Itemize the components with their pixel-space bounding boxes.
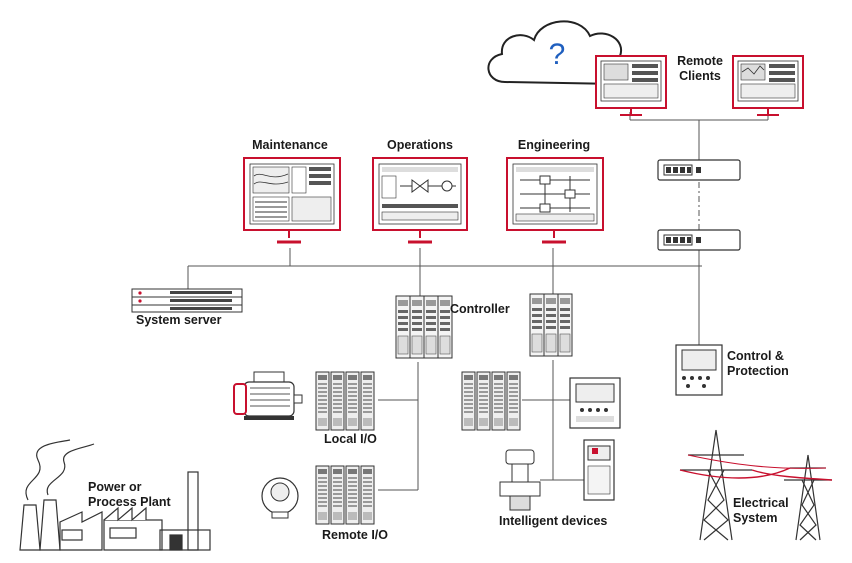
local-io-modules (315, 371, 375, 431)
engineering-monitor (506, 157, 604, 244)
device-io-modules (461, 371, 521, 431)
remote-client-monitor-1 (595, 55, 667, 116)
power-plant-icon (19, 439, 211, 551)
cloud-question-mark: ? (549, 38, 566, 71)
label-operations: Operations (387, 138, 453, 152)
label-control-protection-line1: Control & (727, 349, 784, 363)
network-lines (187, 112, 769, 491)
motor-icon (233, 371, 303, 420)
controller-2-icon (529, 293, 573, 357)
network-switch-upper (657, 159, 741, 181)
label-local-io: Local I/O (324, 432, 377, 446)
maintenance-monitor (243, 157, 341, 244)
label-intelligent-devices: Intelligent devices (499, 514, 608, 528)
operations-monitor (372, 157, 468, 244)
label-control-protection: Control & Protection (727, 349, 789, 379)
label-controller: Controller (450, 302, 510, 316)
label-remote-io: Remote I/O (322, 528, 388, 542)
system-server-icon (131, 288, 243, 313)
transmission-tower-icon (679, 429, 833, 541)
controller-1-icon (395, 295, 453, 359)
label-remote-clients-line2: Clients (679, 69, 721, 83)
label-power-plant-line2: Process Plant (88, 495, 171, 509)
drive-icon (583, 439, 615, 501)
remote-client-monitor-2 (732, 55, 804, 116)
label-electrical-system-line2: System (733, 511, 778, 525)
label-remote-clients: Remote Clients (668, 54, 732, 84)
label-electrical-system: Electrical System (733, 496, 789, 526)
remote-io-modules (315, 465, 375, 525)
label-remote-clients-line1: Remote (677, 54, 723, 68)
protection-relay-icon (675, 344, 723, 396)
relay-panel-icon (569, 377, 621, 429)
label-power-plant: Power or Process Plant (88, 480, 171, 510)
label-power-plant-line1: Power or (88, 480, 142, 494)
label-system-server: System server (136, 313, 222, 327)
label-control-protection-line2: Protection (727, 364, 789, 378)
transmitter-icon (261, 477, 299, 519)
label-electrical-system-line1: Electrical (733, 496, 789, 510)
network-switch-lower (657, 229, 741, 251)
valve-actuator-icon (499, 449, 541, 511)
label-engineering: Engineering (517, 138, 591, 152)
label-maintenance: Maintenance (252, 138, 328, 152)
